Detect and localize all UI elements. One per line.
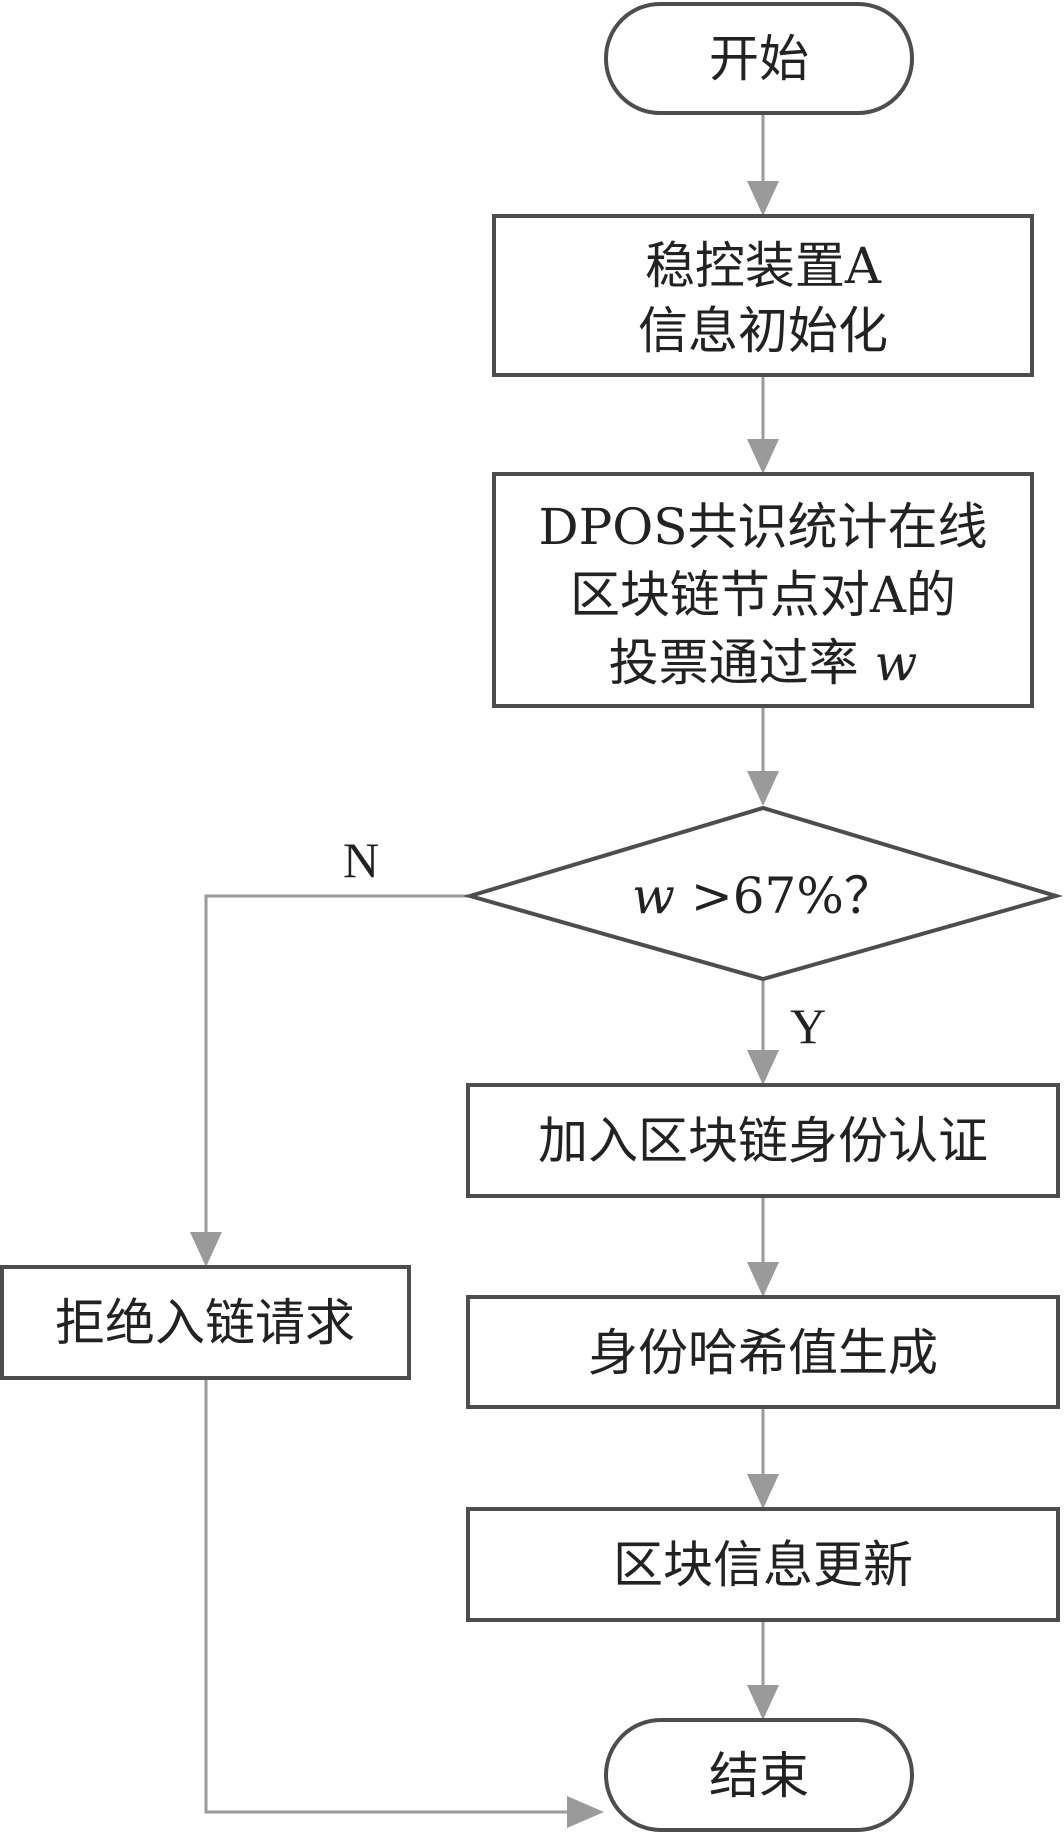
reject-label: 拒绝入链请求	[55, 1294, 355, 1352]
hash-process-box: 身份哈希值生成	[466, 1295, 1060, 1409]
decision-diamond: w >67%？	[462, 805, 1064, 982]
connector-reject-to-end	[204, 1378, 604, 1828]
update-process-box: 区块信息更新	[466, 1507, 1060, 1622]
init-label-line1: 稳控装置A	[645, 237, 882, 295]
join-label: 加入区块链身份认证	[538, 1112, 988, 1170]
vote-process-box: DPOS共识统计在线 区块链节点对A的 投票通过率 w	[492, 472, 1034, 708]
connector-vote-to-decision	[747, 706, 779, 806]
connector-start-to-init	[747, 113, 779, 216]
join-process-box: 加入区块链身份认证	[466, 1083, 1060, 1198]
hash-label: 身份哈希值生成	[588, 1324, 938, 1382]
vote-label-line3: 投票通过率 w	[609, 634, 918, 692]
start-terminal: 开始	[604, 2, 914, 115]
reject-process-box: 拒绝入链请求	[0, 1265, 411, 1380]
connector-decision-to-reject	[190, 894, 470, 1267]
vote-label-line1: DPOS共识统计在线	[539, 498, 988, 556]
connector-init-to-vote	[747, 375, 779, 474]
end-label: 结束	[709, 1747, 809, 1805]
connector-decision-to-join	[747, 979, 779, 1085]
decision-condition: >67%？	[691, 867, 894, 925]
connector-join-to-hash	[747, 1196, 779, 1297]
connector-update-to-end	[747, 1620, 779, 1720]
decision-variable: w	[632, 867, 675, 925]
decision-label: w >67%？	[632, 867, 894, 925]
vote-label-line3-var: w	[875, 634, 918, 692]
yes-branch-label: Y	[790, 998, 826, 1054]
init-process-box: 稳控装置A 信息初始化	[492, 214, 1034, 377]
update-label: 区块信息更新	[613, 1536, 913, 1594]
no-branch-label: N	[343, 832, 379, 888]
end-terminal: 结束	[604, 1718, 914, 1832]
vote-label-line3-main: 投票通过率	[609, 634, 859, 692]
init-label-line2: 信息初始化	[638, 302, 888, 360]
start-label: 开始	[709, 30, 809, 88]
vote-label-line2: 区块链节点对A的	[570, 566, 956, 624]
connector-hash-to-update	[747, 1407, 779, 1509]
